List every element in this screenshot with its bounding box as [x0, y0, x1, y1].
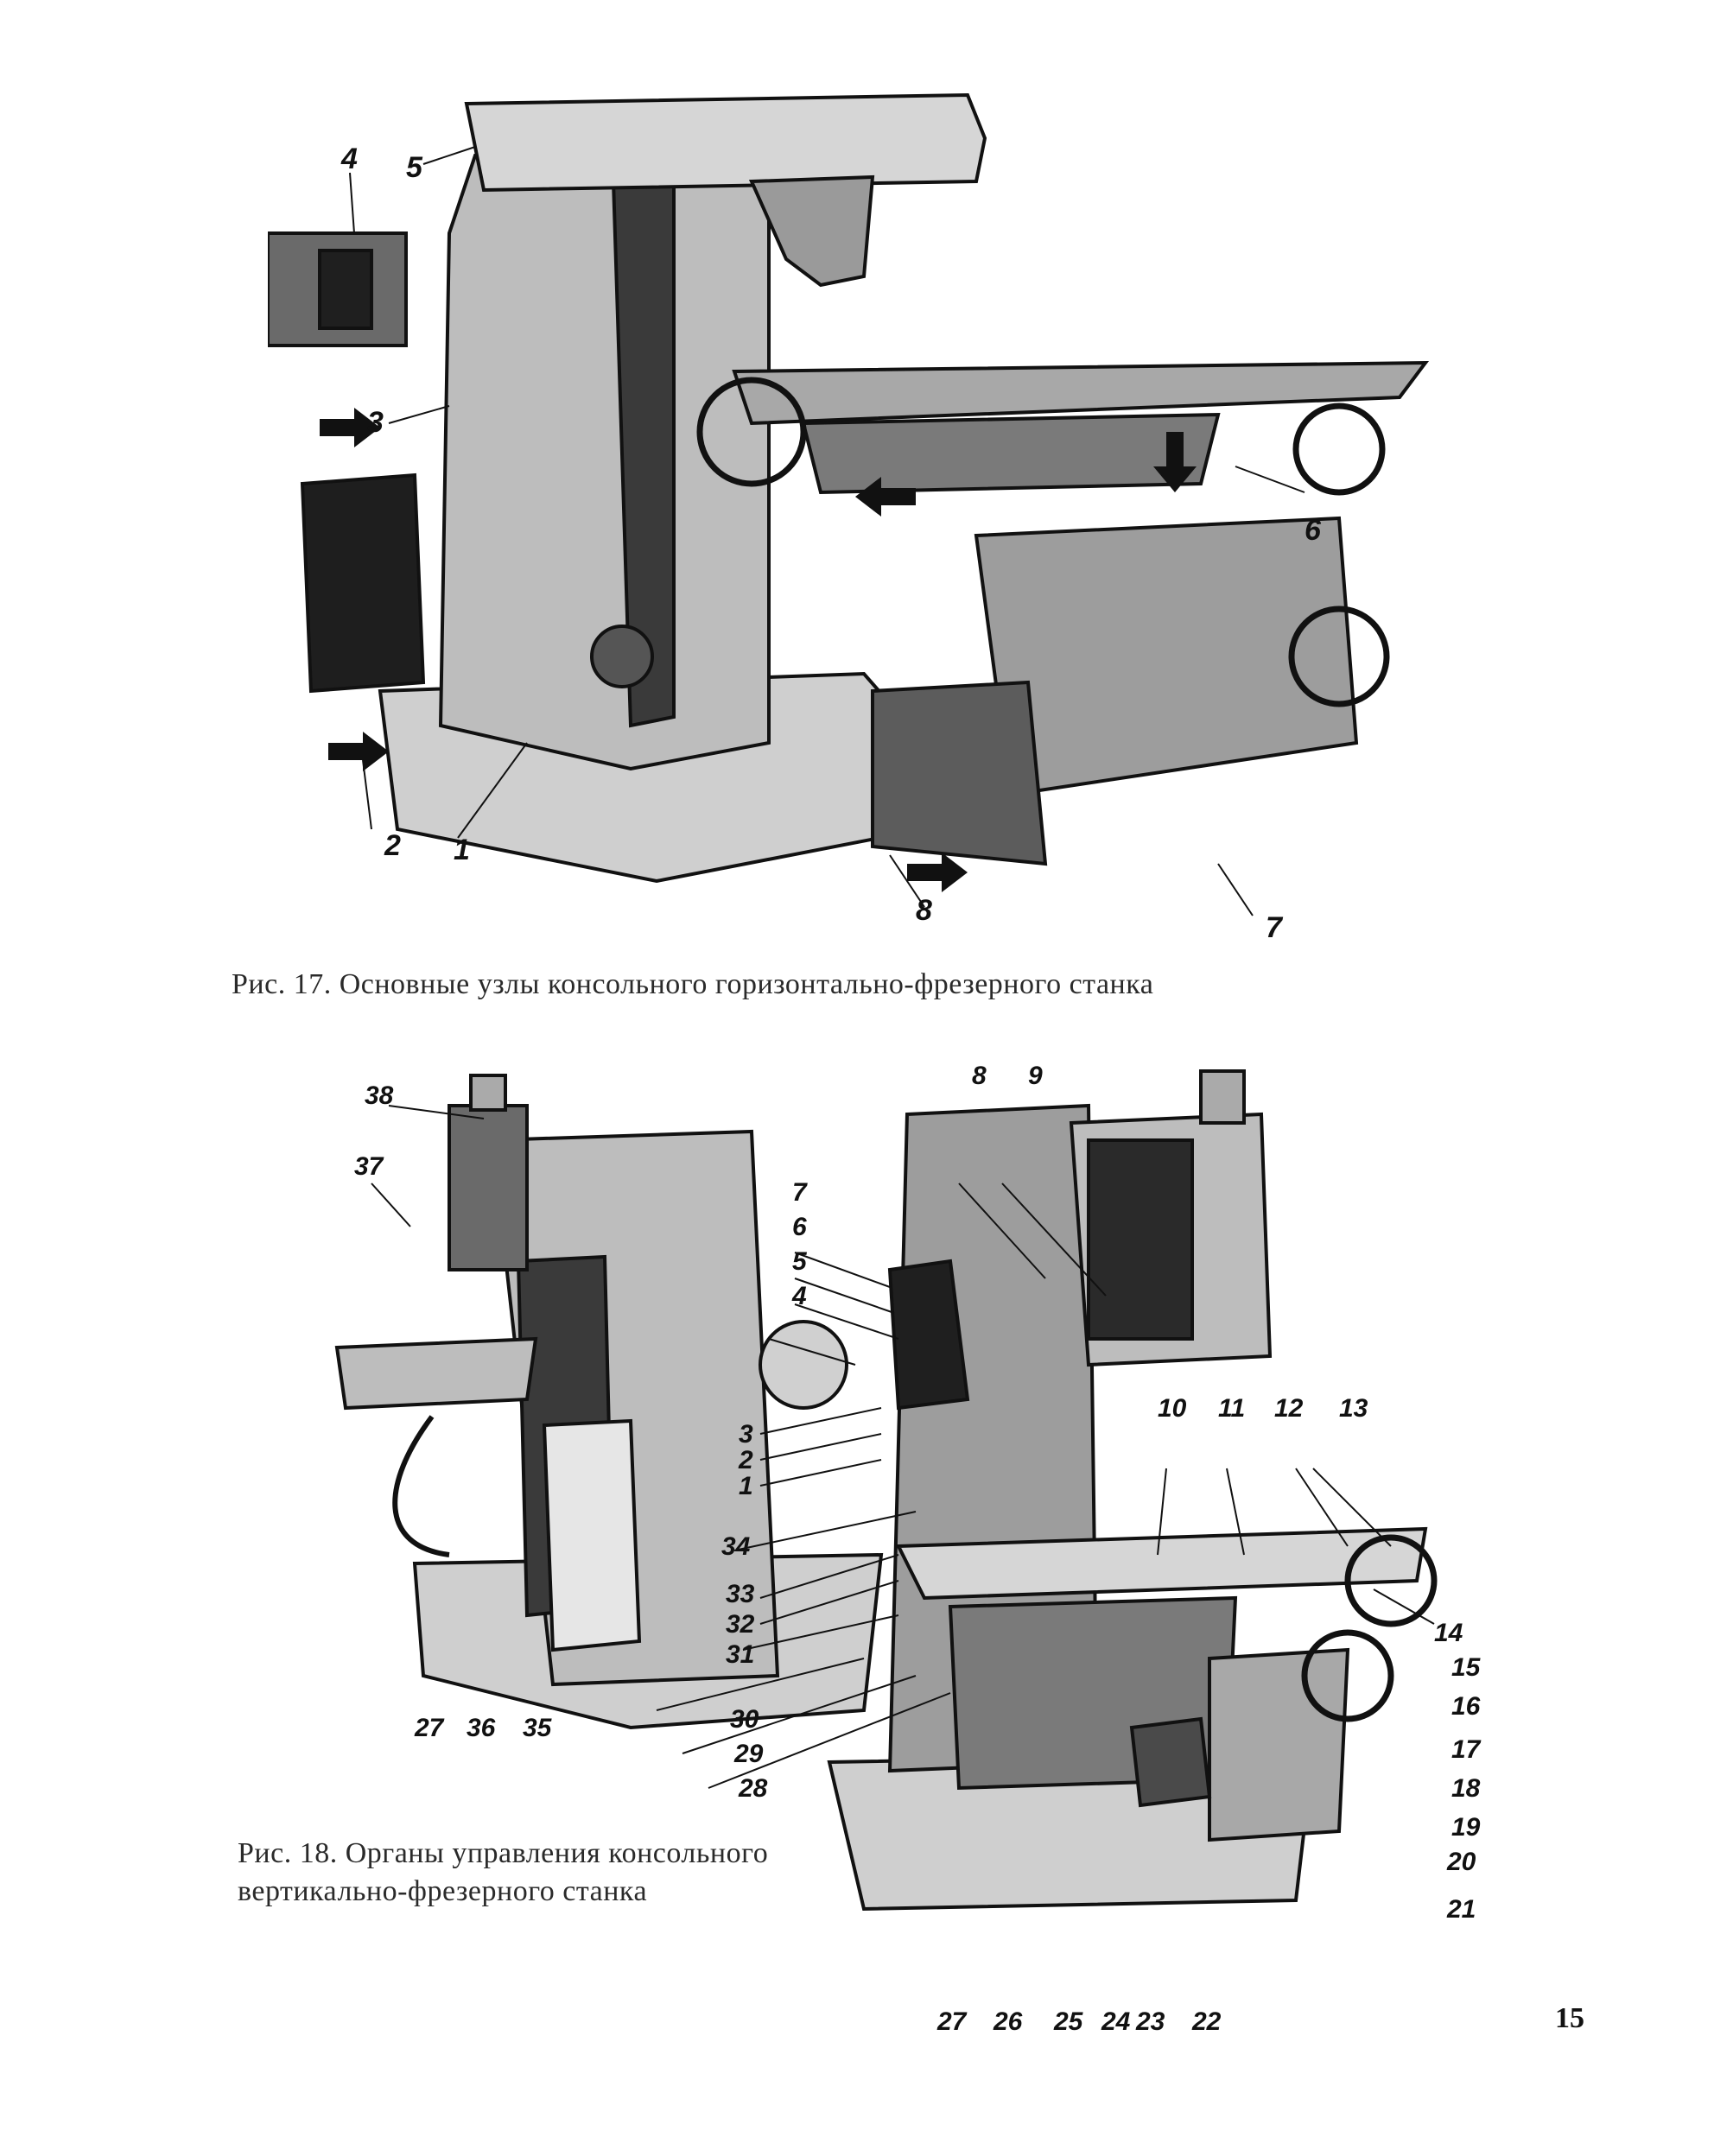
- label-7: 7: [1266, 911, 1284, 944]
- label-22: 22: [1191, 2007, 1222, 2036]
- label-16: 16: [1451, 1692, 1481, 1721]
- label-26: 26: [993, 2007, 1023, 2036]
- label-fig18-9: 9: [1028, 1062, 1043, 1090]
- label-38: 38: [365, 1081, 394, 1110]
- label-1: 1: [454, 834, 470, 866]
- label-27-bottom: 27: [936, 2007, 968, 2036]
- label-3: 3: [367, 406, 384, 439]
- label-14: 14: [1434, 1619, 1463, 1647]
- label-fig18-8: 8: [972, 1062, 987, 1090]
- label-25: 25: [1053, 2007, 1084, 2036]
- label-fig18-5: 5: [792, 1247, 808, 1276]
- label-17: 17: [1451, 1735, 1482, 1764]
- label-34: 34: [721, 1532, 751, 1561]
- label-30: 30: [730, 1705, 759, 1734]
- label-6: 6: [1305, 514, 1322, 547]
- label-5: 5: [406, 151, 423, 184]
- label-36: 36: [467, 1714, 496, 1742]
- label-fig18-7: 7: [792, 1178, 808, 1207]
- label-13: 13: [1339, 1394, 1368, 1423]
- figure-18-caption: Рис. 18. Органы управления консольного в…: [238, 1835, 894, 1911]
- label-23: 23: [1135, 2007, 1165, 2036]
- machine-18-front-drawing: [827, 1069, 1438, 1912]
- label-18: 18: [1451, 1774, 1481, 1803]
- label-24: 24: [1101, 2007, 1131, 2036]
- label-fig18-6: 6: [792, 1213, 807, 1241]
- label-35: 35: [523, 1714, 553, 1742]
- label-4: 4: [340, 143, 358, 175]
- label-27-left: 27: [414, 1714, 445, 1742]
- figure-18-caption-line2: вертикально-фрезерного станка: [238, 1875, 648, 1907]
- label-fig18-3: 3: [739, 1420, 753, 1449]
- figure-18-illustration: 38 37 8 9 7 6 5 4 3 2 1 34 33 32 31 30 2…: [328, 1054, 1503, 2056]
- label-21: 21: [1446, 1895, 1476, 1924]
- label-29: 29: [733, 1740, 764, 1768]
- figure-18-caption-line1: Рис. 18. Органы управления консольного: [238, 1837, 769, 1869]
- label-15: 15: [1451, 1653, 1482, 1682]
- assembly-arrows: [320, 408, 1197, 892]
- label-2: 2: [384, 829, 401, 862]
- machine-18-rear-drawing: [334, 1074, 884, 1730]
- label-fig18-1: 1: [739, 1472, 753, 1500]
- label-12: 12: [1274, 1394, 1304, 1423]
- figure-17-caption: Рис. 17. Основные узлы консольного гориз…: [232, 968, 1154, 1000]
- label-fig18-2: 2: [738, 1446, 753, 1474]
- label-10: 10: [1158, 1394, 1187, 1423]
- label-28: 28: [738, 1774, 768, 1803]
- figure-18-labels: 38 37 8 9 7 6 5 4 3 2 1 34 33 32 31 30 2…: [354, 1062, 1482, 2036]
- label-32: 32: [726, 1610, 755, 1639]
- page-number: 15: [1555, 2002, 1584, 2034]
- figure-17-labels: 4 5 3 2 1 6 8 7: [340, 143, 1322, 944]
- machine-17-drawing: [268, 92, 1430, 884]
- label-8: 8: [916, 894, 932, 927]
- label-fig18-4: 4: [791, 1282, 807, 1310]
- figure-17-illustration: 4 5 3 2 1 6 8 7: [268, 86, 1469, 950]
- label-31: 31: [726, 1640, 754, 1669]
- label-33: 33: [726, 1580, 755, 1608]
- label-37: 37: [354, 1152, 384, 1181]
- label-11: 11: [1218, 1394, 1245, 1423]
- label-20: 20: [1446, 1848, 1476, 1876]
- label-19: 19: [1451, 1813, 1481, 1842]
